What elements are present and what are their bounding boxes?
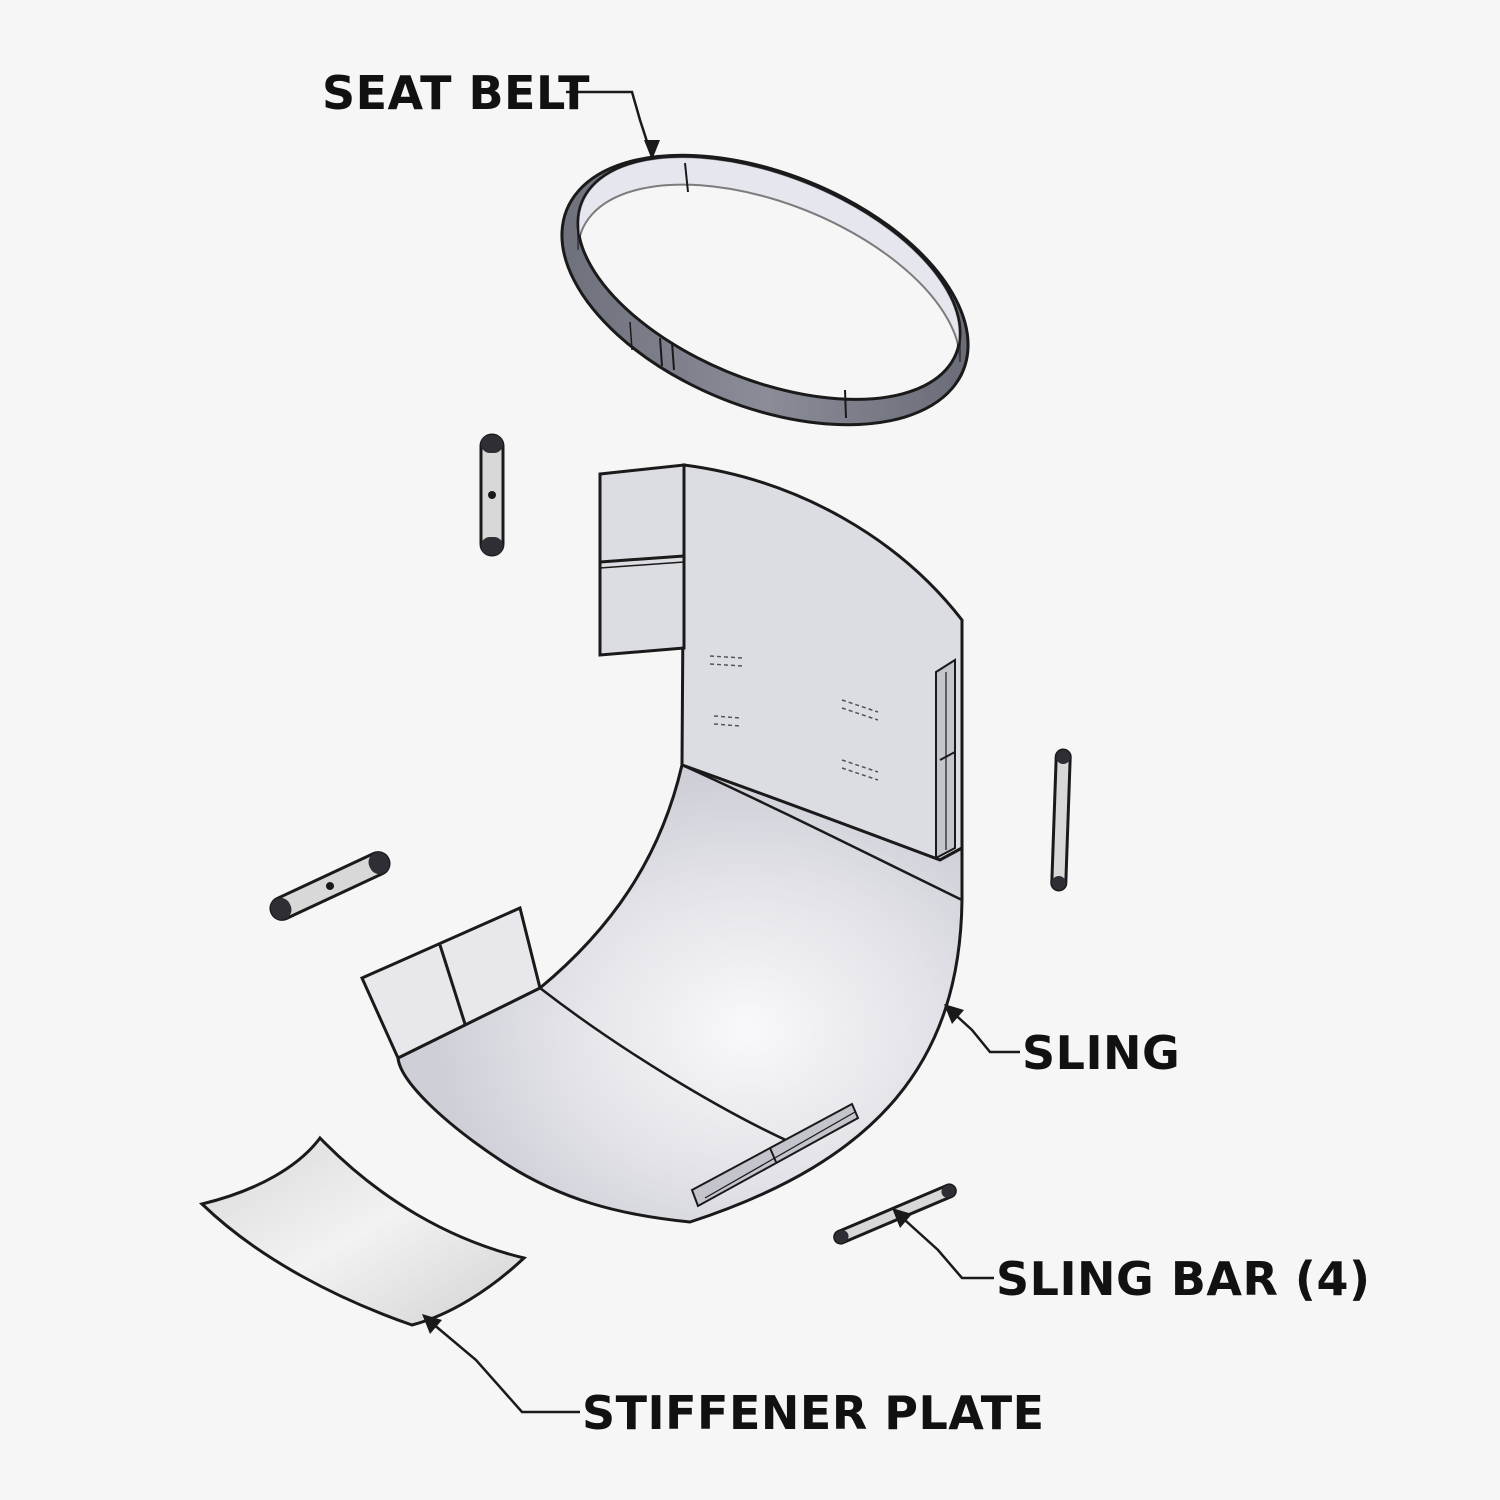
- label-stiffener-plate: STIFFENER PLATE: [582, 1386, 1045, 1440]
- stiffener-plate: [198, 1135, 528, 1327]
- label-seat-belt: SEAT BELT: [322, 66, 591, 120]
- seat-belt-ring: [560, 153, 970, 427]
- sling-bar-top-left: [479, 433, 505, 557]
- sling-bar-right: [1050, 748, 1072, 892]
- sling-bar-left: [269, 851, 391, 921]
- label-sling-bar: SLING BAR (4): [996, 1252, 1371, 1306]
- leader-lines: [422, 90, 1020, 1414]
- label-sling: SLING: [1022, 1026, 1181, 1080]
- sling-body: [360, 463, 964, 1224]
